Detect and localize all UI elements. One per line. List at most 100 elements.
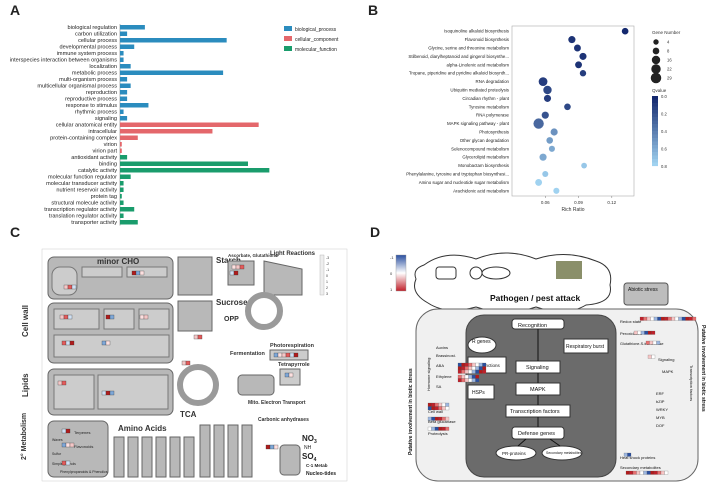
b-pathway-label: Photosynthesis bbox=[479, 130, 510, 135]
biotic-cell bbox=[645, 340, 650, 345]
sec-met-oval bbox=[541, 445, 583, 461]
a-bar bbox=[120, 31, 128, 36]
secondary-metabolites-label: Secondary metabolites bbox=[620, 465, 661, 470]
mapman-cell bbox=[197, 334, 203, 340]
a-bar bbox=[120, 51, 124, 56]
a-category-label: reproductive process bbox=[65, 97, 117, 103]
biotic-expression-cells bbox=[427, 316, 697, 475]
mapman-cell bbox=[65, 428, 71, 434]
mapman-cell bbox=[101, 390, 107, 396]
mapman-cell bbox=[288, 372, 294, 378]
biotic-cell bbox=[464, 378, 469, 383]
b-pathway-label: alpha-Linolenic acid metabolism bbox=[447, 62, 510, 67]
biotic-cell bbox=[632, 470, 637, 475]
mapman-cell bbox=[233, 270, 239, 276]
b-pathway-label: Phenylalanine, tyrosine and tryptophan b… bbox=[406, 172, 509, 177]
mapman-cell bbox=[63, 284, 69, 290]
svg-text:1: 1 bbox=[390, 287, 393, 292]
mapman-expression-cells bbox=[57, 264, 299, 466]
biotic-cell bbox=[468, 366, 473, 371]
redox-label: Redox state bbox=[620, 319, 642, 324]
biotic-cell bbox=[475, 374, 480, 379]
biotic-cell bbox=[434, 416, 439, 421]
b-color-bar-segment bbox=[652, 99, 658, 104]
panel-d-label: D bbox=[370, 224, 381, 240]
biotic-cell bbox=[441, 416, 446, 421]
fermentation-label: Fermentation bbox=[230, 351, 265, 357]
flavonoids-label: Flavonoids bbox=[74, 444, 93, 449]
cho-circle-box bbox=[51, 266, 78, 296]
biotic-cell bbox=[464, 374, 469, 379]
svg-text:0: 0 bbox=[390, 271, 393, 276]
amino-acids-label: Amino Acids bbox=[118, 424, 167, 433]
a-category-label: carbon utilization bbox=[75, 32, 117, 38]
minor-cho-label: minor CHO bbox=[97, 257, 139, 266]
biotic-cell bbox=[644, 330, 649, 335]
tca-label: TCA bbox=[180, 410, 197, 419]
biotic-cell bbox=[427, 426, 432, 431]
pathogen-title: Pathogen / pest attack bbox=[490, 293, 580, 303]
biotic-cell bbox=[461, 362, 466, 367]
mapman-cell bbox=[61, 380, 67, 386]
mapman-color-scale: -3 -2 -1 0 1 2 3 bbox=[319, 254, 329, 296]
b-pathway-label: Other glycan degradation bbox=[460, 138, 510, 143]
a-category-label: cellular process bbox=[78, 38, 117, 44]
b-size-legend-label: 4 bbox=[667, 40, 670, 45]
mapman-cell bbox=[67, 284, 73, 290]
biotic-cell bbox=[461, 366, 466, 371]
a-category-label: virion part bbox=[92, 149, 117, 155]
b-size-legend-label: 29 bbox=[667, 76, 672, 81]
b-size-legend-dot bbox=[651, 64, 661, 74]
b-point bbox=[542, 170, 549, 178]
mapman-cell bbox=[181, 360, 187, 366]
a-category-label: response to stimulus bbox=[66, 103, 118, 109]
a-bar bbox=[120, 181, 124, 186]
b-color-legend-title: Qvalue bbox=[652, 88, 667, 93]
photoresp-label: Photorespiration bbox=[270, 343, 315, 349]
mapman-cell bbox=[285, 352, 291, 358]
b-size-legend-label: 8 bbox=[667, 49, 670, 54]
b-point bbox=[543, 85, 552, 95]
b-color-bar-segment bbox=[652, 124, 658, 128]
a-category-label: multi-organism process bbox=[59, 77, 117, 83]
a-bar bbox=[120, 142, 122, 147]
biotic-cell bbox=[471, 369, 476, 374]
a-bar bbox=[120, 135, 138, 140]
biotic-cell bbox=[651, 354, 656, 359]
biotic-cell bbox=[639, 316, 644, 321]
biotic-cell bbox=[431, 426, 436, 431]
resp-burst-label: Respiratory burst bbox=[566, 344, 605, 350]
mapman-cell bbox=[105, 390, 111, 396]
biotic-cell bbox=[685, 316, 690, 321]
b-color-bar-segment bbox=[652, 110, 658, 114]
biotic-cell bbox=[482, 369, 487, 374]
sucrose-box bbox=[177, 300, 213, 332]
b-pathway-label: Selenocompound metabolism bbox=[451, 146, 509, 151]
mapman-cell bbox=[135, 270, 141, 276]
biotic-cell bbox=[468, 369, 473, 374]
a-category-label: reproduction bbox=[86, 90, 117, 96]
b-pathway-label: MAPK signaling pathway - plant bbox=[447, 121, 510, 126]
a-bar bbox=[120, 220, 138, 225]
biotic-left-label: Putative involvement in biotic stress bbox=[408, 368, 414, 455]
a-category-label: transporter activity bbox=[71, 220, 117, 226]
b-size-legend-label: 16 bbox=[667, 58, 672, 63]
biotic-cell bbox=[625, 470, 630, 475]
biotic-color-scale: -1 0 1 bbox=[390, 254, 407, 292]
b-pathway-label: RNA degradation bbox=[476, 79, 510, 84]
biotic-cell bbox=[637, 330, 642, 335]
a-legend-label: cellular_component bbox=[295, 37, 339, 43]
tf-side-label: Transcription factors bbox=[689, 365, 694, 401]
biotic-cell bbox=[647, 330, 652, 335]
svg-text:2: 2 bbox=[326, 286, 328, 290]
biotic-cell bbox=[688, 316, 693, 321]
b-pathway-label: Circadian rhythm - plant bbox=[462, 96, 509, 101]
biotic-cell bbox=[660, 316, 665, 321]
sucrose-label: Sucrose bbox=[216, 298, 248, 307]
bacteria-icon bbox=[435, 266, 457, 280]
a-category-label: translation regulator activity bbox=[49, 214, 117, 220]
beta-glucanase-label: Beta glucanase bbox=[428, 419, 456, 424]
virus-icon bbox=[469, 266, 483, 280]
b-pathway-label: Amino sugar and nucleotide sugar metabol… bbox=[419, 180, 510, 185]
biotic-cell bbox=[468, 378, 473, 383]
